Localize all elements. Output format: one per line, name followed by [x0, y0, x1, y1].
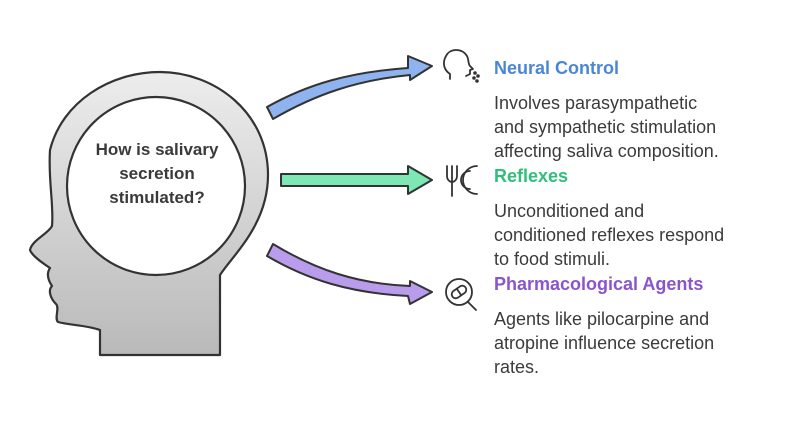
question-line: secretion — [119, 164, 195, 183]
description-line: Unconditioned and — [494, 201, 645, 221]
description-line: affecting saliva composition. — [494, 141, 719, 161]
question-line: stimulated? — [109, 188, 205, 207]
central-question: How is salivary secretion stimulated? — [66, 138, 248, 210]
branch-title-pharmacological-agents: Pharmacological Agents — [494, 274, 704, 294]
description-line: and sympathetic stimulation — [494, 117, 717, 137]
branch-title-neural-control: Neural Control — [494, 58, 620, 78]
description-line: to food stimuli. — [494, 249, 611, 269]
pill-magnifier-icon — [445, 278, 477, 311]
question-circle — [65, 95, 247, 277]
head-profile-icon — [443, 49, 480, 83]
description-line: Agents like pilocarpine and — [494, 309, 710, 329]
arrow-pharmacological — [266, 243, 433, 305]
fork-signal-icon — [446, 165, 478, 197]
description-line: rates. — [494, 357, 540, 377]
arrow-reflexes — [280, 165, 433, 195]
description-line: atropine influence secretion — [494, 333, 715, 353]
branch-description-reflexes: Unconditioned and conditioned reflexes r… — [494, 199, 784, 271]
branch-description-neural-control: Involves parasympathetic and sympathetic… — [494, 91, 784, 163]
question-line: How is salivary — [95, 140, 219, 159]
arrow-neural — [266, 55, 433, 120]
description-line: Involves parasympathetic — [494, 93, 698, 113]
branch-description-pharmacological-agents: Agents like pilocarpine and atropine inf… — [494, 307, 784, 379]
description-line: conditioned reflexes respond — [494, 225, 725, 245]
branch-title-reflexes: Reflexes — [494, 166, 569, 186]
